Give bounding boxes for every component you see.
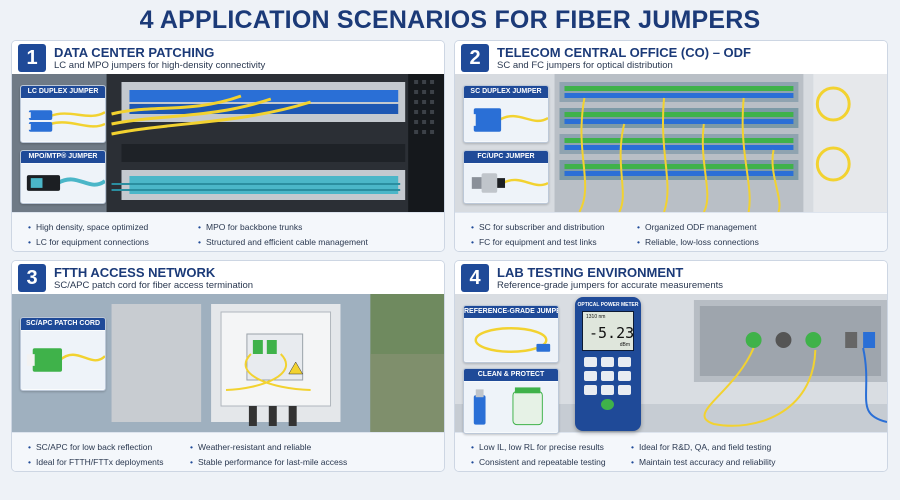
- callout-label: LC DUPLEX JUMPER: [21, 86, 105, 98]
- mpo-connector-icon: [21, 163, 105, 203]
- panel-title: FTTH ACCESS NETWORK: [54, 265, 216, 280]
- bullet-item: Ideal for R&D, QA, and field testing: [631, 442, 771, 452]
- bullet-item: Stable performance for last-mile access: [190, 457, 347, 467]
- panel-title: LAB TESTING ENVIRONMENT: [497, 265, 684, 280]
- bullet-item: MPO for backbone trunks: [198, 222, 302, 232]
- bullet-item: Reliable, low-loss connections: [637, 237, 759, 247]
- panel-number-badge: 1: [18, 44, 46, 72]
- keypad-button[interactable]: [584, 371, 597, 381]
- reference-jumper-icon: [464, 318, 558, 362]
- feature-list: Low IL, low RL for precise results Consi…: [455, 432, 887, 471]
- panel-number-badge: 2: [461, 44, 489, 72]
- panel-header: 3 FTTH ACCESS NETWORK SC/APC patch cord …: [12, 261, 444, 294]
- bullet-item: Maintain test accuracy and reliability: [631, 457, 776, 467]
- meter-label: OPTICAL POWER METER: [577, 302, 639, 308]
- callout-sc-duplex-jumper: SC DUPLEX JUMPER: [463, 85, 549, 143]
- bullet-item: SC/APC for low back reflection: [28, 442, 152, 452]
- keypad-button[interactable]: [618, 385, 631, 395]
- keypad-button[interactable]: [601, 385, 614, 395]
- bullet-item: Consistent and repeatable testing: [471, 457, 606, 467]
- keypad-button[interactable]: [618, 371, 631, 381]
- keypad-button[interactable]: [601, 357, 614, 367]
- bullet-item: Low IL, low RL for precise results: [471, 442, 604, 452]
- callout-label: FC/UPC JUMPER: [464, 151, 548, 163]
- bullet-item: Structured and efficient cable managemen…: [198, 237, 368, 247]
- cleaning-kit-icon: [464, 381, 558, 433]
- panel-title: DATA CENTER PATCHING: [54, 45, 215, 60]
- bullet-item: Organized ODF management: [637, 222, 757, 232]
- panel-subtitle: SC and FC jumpers for optical distributi…: [497, 60, 673, 71]
- bullet-item: High density, space optimized: [28, 222, 148, 232]
- optical-power-meter: OPTICAL POWER METER 1310 nm -5.23 dBm: [575, 297, 641, 431]
- bullet-item: SC for subscriber and distribution: [471, 222, 605, 232]
- panel-data-center: 1 DATA CENTER PATCHING LC and MPO jumper…: [11, 40, 445, 252]
- callout-reference-grade-jumper: REFERENCE-GRADE JUMPER: [463, 305, 559, 363]
- panel-header: 2 TELECOM CENTRAL OFFICE (CO) – ODF SC a…: [455, 41, 887, 74]
- page-title: 4 APPLICATION SCENARIOS FOR FIBER JUMPER…: [139, 6, 761, 34]
- callout-sc-apc-patch-cord: SC/APC PATCH CORD: [20, 317, 106, 391]
- sc-duplex-connector-icon: [464, 98, 548, 142]
- panel-ftth-access: 3 FTTH ACCESS NETWORK SC/APC patch cord …: [11, 260, 445, 472]
- callout-mpo-jumper: MPO/MTP® JUMPER: [20, 150, 106, 204]
- panel-subtitle: Reference-grade jumpers for accurate mea…: [497, 280, 723, 291]
- callout-clean-protect: CLEAN & PROTECT: [463, 368, 559, 434]
- fc-connector-icon: [464, 163, 548, 203]
- panel-number-badge: 3: [18, 264, 46, 292]
- meter-keypad: [584, 357, 632, 411]
- panel-header: 1 DATA CENTER PATCHING LC and MPO jumper…: [12, 41, 444, 74]
- meter-unit: dBm: [619, 342, 630, 348]
- bullet-item: Weather-resistant and reliable: [190, 442, 311, 452]
- panel-subtitle: LC and MPO jumpers for high-density conn…: [54, 60, 266, 71]
- panel-telecom-co: 2 TELECOM CENTRAL OFFICE (CO) – ODF SC a…: [454, 40, 888, 252]
- bullet-item: FC for equipment and test links: [471, 237, 597, 247]
- power-button[interactable]: [601, 399, 614, 410]
- callout-lc-duplex-jumper: LC DUPLEX JUMPER: [20, 85, 106, 143]
- meter-screen: 1310 nm -5.23 dBm: [582, 311, 634, 351]
- callout-label: MPO/MTP® JUMPER: [21, 151, 105, 163]
- callout-label: SC DUPLEX JUMPER: [464, 86, 548, 98]
- keypad-button[interactable]: [584, 357, 597, 367]
- sc-apc-connector-icon: [21, 330, 105, 390]
- keypad-button[interactable]: [584, 385, 597, 395]
- bullet-item: LC for equipment connections: [28, 237, 149, 247]
- feature-list: High density, space optimized LC for equ…: [12, 212, 444, 251]
- callout-label: CLEAN & PROTECT: [464, 369, 558, 381]
- keypad-button[interactable]: [618, 357, 631, 367]
- lc-duplex-connector-icon: [21, 98, 105, 142]
- data-center-rack-photo: [12, 74, 444, 212]
- keypad-button[interactable]: [601, 371, 614, 381]
- meter-reading: -5.23: [589, 324, 635, 342]
- panel-number-badge: 4: [461, 264, 489, 292]
- panel-lab-testing: 4 LAB TESTING ENVIRONMENT Reference-grad…: [454, 260, 888, 472]
- panel-header: 4 LAB TESTING ENVIRONMENT Reference-grad…: [455, 261, 887, 294]
- meter-wavelength: 1310 nm: [586, 314, 606, 320]
- callout-fc-upc-jumper: FC/UPC JUMPER: [463, 150, 549, 204]
- feature-list: SC for subscriber and distribution FC fo…: [455, 212, 887, 251]
- panel-subtitle: SC/APC patch cord for fiber access termi…: [54, 280, 254, 291]
- bullet-item: Ideal for FTTH/FTTx deployments: [28, 457, 164, 467]
- panel-title: TELECOM CENTRAL OFFICE (CO) – ODF: [497, 45, 751, 60]
- feature-list: SC/APC for low back reflection Ideal for…: [12, 432, 444, 471]
- callout-label: REFERENCE-GRADE JUMPER: [464, 306, 558, 318]
- callout-label: SC/APC PATCH CORD: [21, 318, 105, 330]
